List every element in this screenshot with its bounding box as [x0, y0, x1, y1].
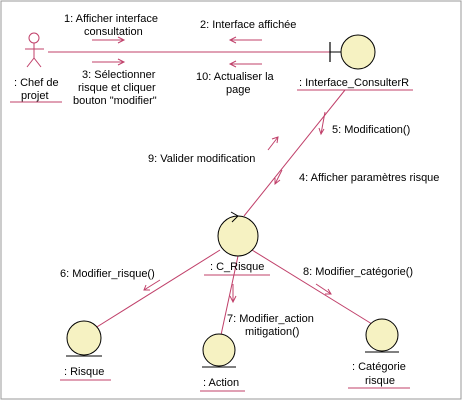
- message-7-line1: 7: Modifier_action: [227, 313, 314, 325]
- actor-name-line2: projet: [21, 90, 49, 102]
- entity-risque-circle: [66, 320, 102, 356]
- controller-c-risque[interactable]: [217, 211, 259, 257]
- link-interface-controller: [243, 89, 346, 217]
- entity-action-name: : Action: [203, 377, 239, 389]
- message-2-line1: 2: Interface affichée: [200, 19, 296, 31]
- entity-risque[interactable]: [66, 320, 102, 357]
- message-6-line1: 6: Modifier_risque(): [60, 268, 155, 280]
- message-10-line1: 10: Actualiser la: [196, 71, 275, 83]
- entity-categorie-name-line2: risque: [365, 375, 395, 387]
- message-1-line1: 1: Afficher interface: [64, 13, 158, 25]
- boundary-name: : Interface_ConsulterR: [299, 77, 409, 89]
- boundary-interface-consulter[interactable]: [329, 34, 376, 70]
- actor-name-line1: : Chef de: [14, 77, 59, 89]
- message-arrow-7: [229, 284, 237, 304]
- controller-arrowhead: [230, 211, 239, 223]
- message-10-line2: page: [226, 84, 250, 96]
- message-9-line1: 9: Valider modification: [148, 153, 255, 165]
- entity-risque-name: : Risque: [64, 366, 104, 378]
- message-3-line2: risque et cliquer: [78, 82, 156, 94]
- entity-action-circle: [202, 333, 236, 367]
- message-arrow-1: [92, 36, 126, 44]
- message-arrow-10: [228, 60, 262, 68]
- message-arrow-6: [143, 279, 161, 291]
- message-arrow-8: [315, 283, 332, 295]
- controller-name: : C_Risque: [210, 261, 264, 273]
- link-controller-categorie: [251, 249, 373, 325]
- entity-action[interactable]: [202, 333, 236, 368]
- message-4-line1: 4: Afficher paramètres risque: [299, 172, 439, 184]
- entity-categorie-risque[interactable]: [365, 318, 399, 353]
- link-controller-risque: [91, 249, 221, 331]
- entity-categorie-name-line1: : Catégorie: [352, 361, 406, 373]
- link-controller-action: [220, 255, 239, 336]
- boundary-circle: [340, 34, 376, 70]
- message-arrow-3: [92, 58, 126, 66]
- actor-leg-right: [33, 57, 42, 68]
- actor-chef-de-projet[interactable]: [25, 32, 44, 68]
- message-1-line2: consultation: [84, 26, 143, 38]
- controller-circle: [217, 215, 259, 257]
- message-arrow-4: [274, 169, 283, 186]
- message-arrow-9: [267, 136, 279, 151]
- actor-head: [28, 32, 40, 44]
- message-8-line1: 8: Modifier_catégorie(): [303, 266, 413, 278]
- actor-leg-left: [26, 57, 35, 68]
- entity-categorie-circle: [365, 318, 399, 352]
- message-3-line1: 3: Sélectionner: [82, 69, 156, 81]
- message-5-line1: 5: Modification(): [332, 124, 410, 136]
- message-arrow-2: [228, 36, 262, 44]
- message-3-line3: bouton "modifier": [73, 95, 157, 107]
- message-arrow-5: [318, 111, 326, 136]
- message-7-line2: mitigation(): [245, 326, 299, 338]
